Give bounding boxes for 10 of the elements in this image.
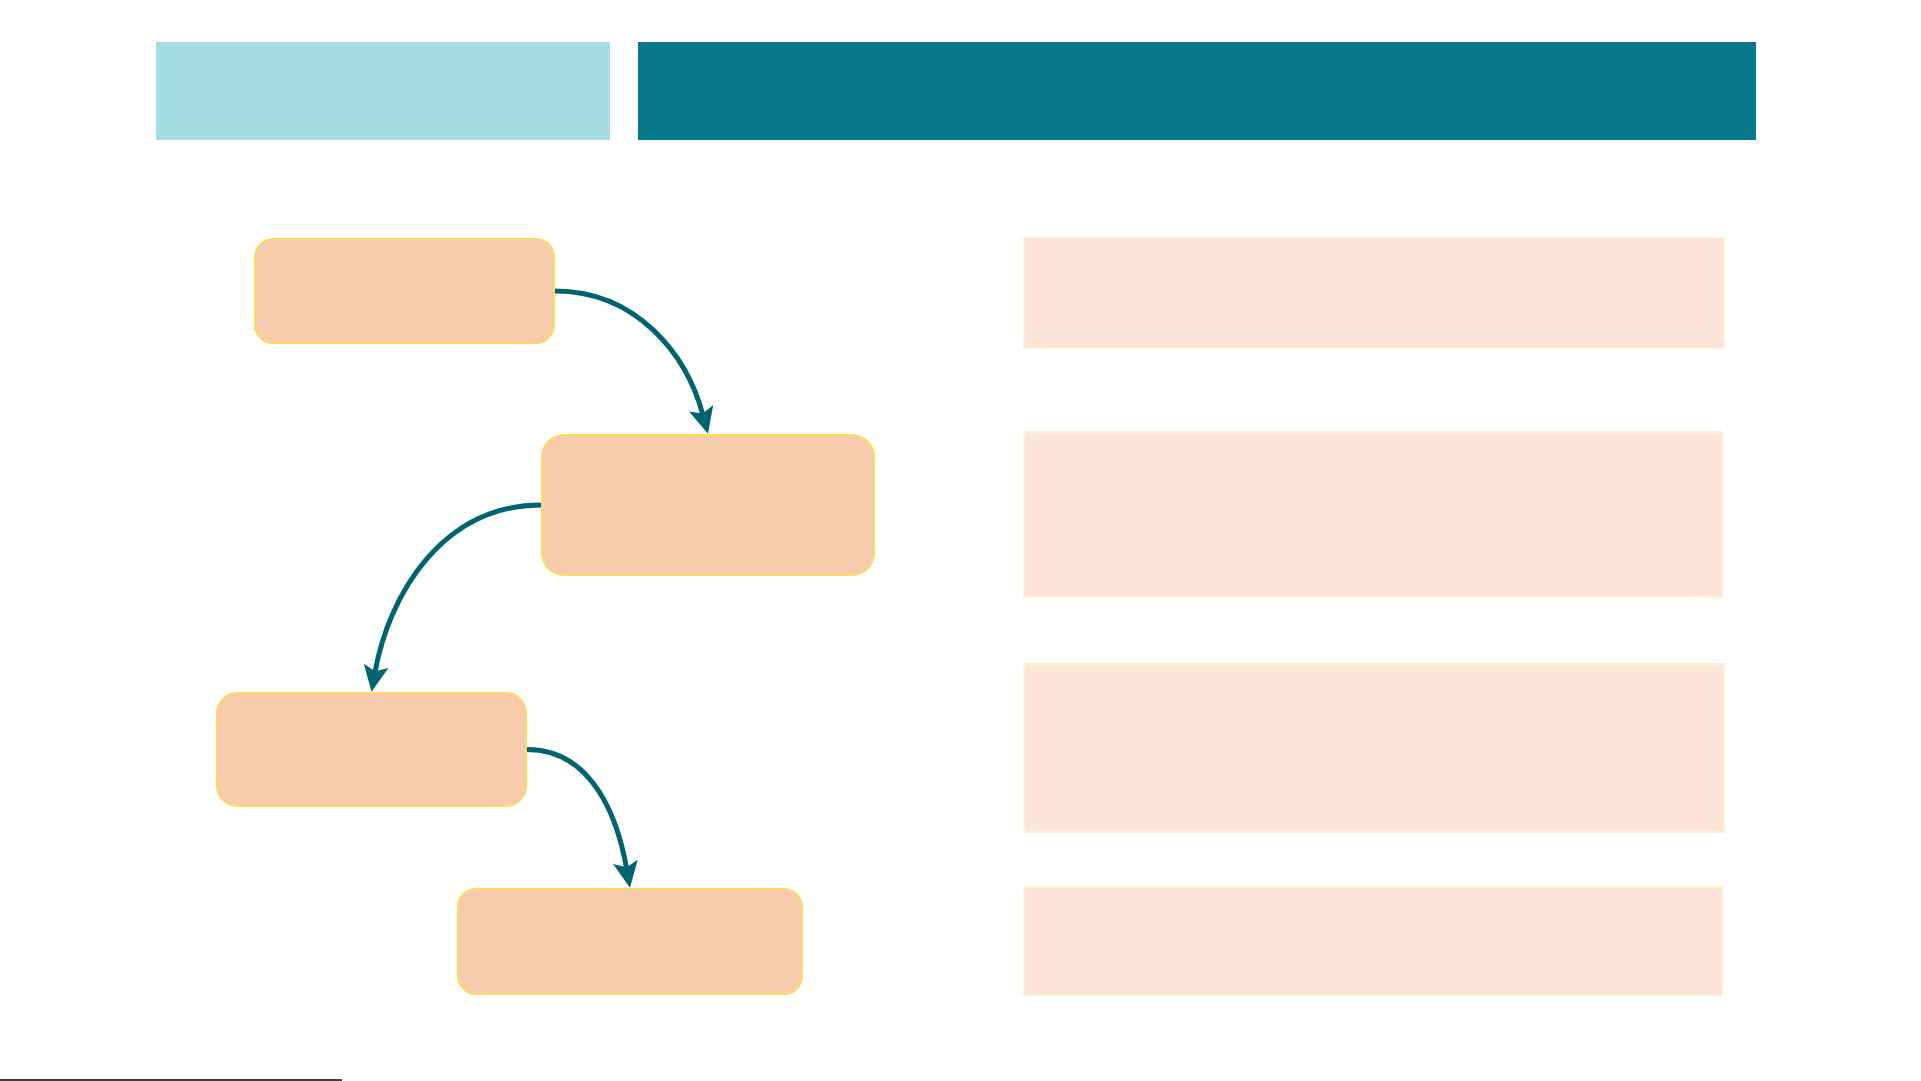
header-bar xyxy=(638,42,1756,140)
content-panel xyxy=(1023,663,1726,833)
process-box xyxy=(254,238,555,344)
content-panel xyxy=(1023,237,1726,349)
content-panel xyxy=(1023,886,1724,996)
process-box xyxy=(457,888,803,995)
header-bar xyxy=(156,42,610,140)
process-box xyxy=(216,692,527,807)
process-box xyxy=(541,434,875,576)
content-panel xyxy=(1023,431,1724,598)
